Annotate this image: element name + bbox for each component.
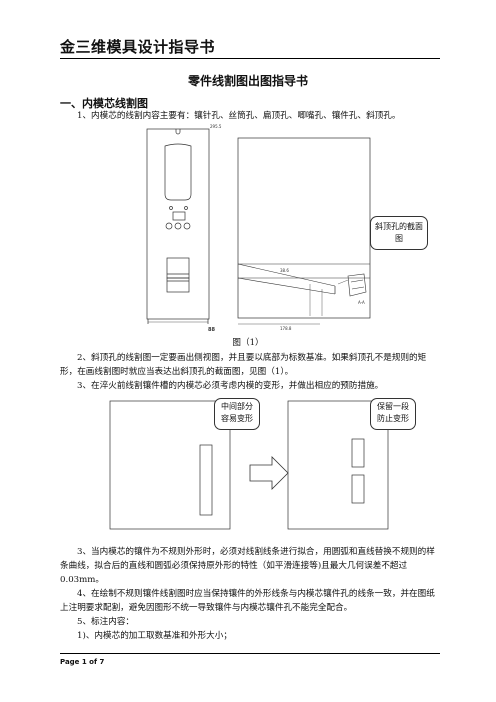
paragraph-item1: 1、内模芯的线割内容主要有：镶针孔、丝筒孔、扁顶孔、唧嘴孔、镶件孔、斜顶孔。 bbox=[77, 111, 401, 121]
paragraph-item5-1: 1)、内模芯的加工取数基准和外形大小； bbox=[77, 631, 232, 641]
svg-text:178.8: 178.8 bbox=[280, 326, 292, 331]
plate-before bbox=[109, 400, 231, 530]
document-title: 零件线割图出图指导书 bbox=[187, 74, 308, 88]
doc-header-title: 金三维模具设计指导书 bbox=[60, 38, 216, 56]
callout-deform-middle: 中间部分容易变形 bbox=[214, 398, 260, 430]
paragraph-item3b: 3、当内模芯的镶件为不规则外形时，必须对线割线条进行拟合，用圆弧和直线替换不规则… bbox=[60, 547, 435, 585]
paragraph-item5: 5、标注内容： bbox=[77, 617, 135, 627]
svg-text:38.6: 38.6 bbox=[280, 268, 289, 273]
plate-after bbox=[287, 400, 389, 530]
paragraph-item2: 2、斜顶孔的线割图一定要画出侧视图，并且要以底部为标数基准。如果斜顶孔不是规则的… bbox=[60, 353, 427, 377]
svg-text:88: 88 bbox=[208, 327, 215, 333]
svg-text:A-A: A-A bbox=[358, 300, 365, 305]
arrow-icon bbox=[249, 456, 289, 490]
front-view bbox=[146, 128, 210, 324]
slot-full bbox=[199, 444, 213, 516]
figure2-drawing bbox=[109, 400, 389, 530]
slot-lower bbox=[351, 474, 365, 504]
page-number: Page 1 of 7 bbox=[60, 658, 105, 666]
paragraph-item3a: 3、在淬火前线割镶件槽的内模芯必须考虑内模的变形，并做出相应的预防措施。 bbox=[77, 381, 384, 391]
svg-text:295.5: 295.5 bbox=[210, 124, 222, 129]
header-rule bbox=[60, 58, 440, 59]
callout-section-view: 斜顶孔的截面图 bbox=[370, 216, 428, 250]
slot-upper bbox=[351, 438, 365, 468]
section-heading: 一、内模芯线割图 bbox=[60, 97, 148, 110]
callout-keep-segment: 保留一段防止变形 bbox=[370, 398, 416, 430]
footer-rule bbox=[60, 653, 440, 654]
section-view bbox=[347, 273, 367, 297]
paragraph-item4: 4、在绘制不规则镶件线割图时应当保持镶件的外形线条与内模芯镶件孔的线条一致，并在… bbox=[60, 589, 435, 613]
figure1-caption: 图（1） bbox=[232, 338, 264, 348]
